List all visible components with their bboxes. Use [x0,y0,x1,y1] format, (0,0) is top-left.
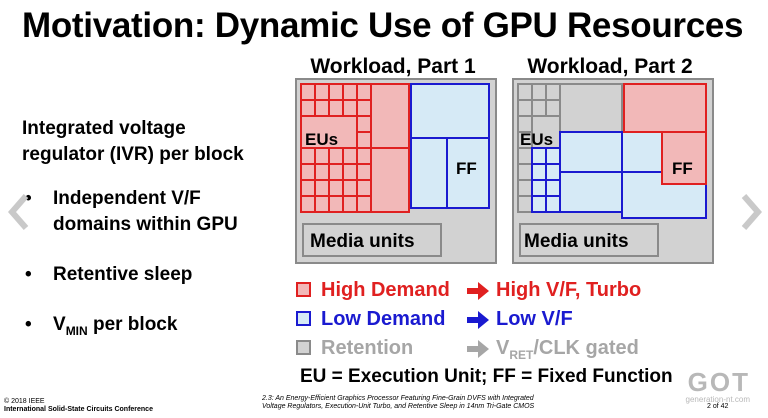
vret-sub: RET [509,348,534,362]
eu-grid [300,83,410,213]
legend-low-demand: Low Demand Low V/F [296,308,716,334]
retention-label: Retention [321,337,414,359]
media-units-label: Media units [524,231,629,252]
media-units-block [302,223,442,257]
vmin-rest: per block [87,314,178,335]
prev-slide-button[interactable] [6,192,32,232]
bullet-vf: Independent V/F domains within GPU [53,186,238,238]
vret-rest: /CLK gated [533,337,639,359]
arrow-right-icon [467,282,489,300]
media-units-label: Media units [310,231,415,252]
definitions-text: EU = Execution Unit; FF = Fixed Function [300,366,673,387]
bullet-vf-line2: domains within GPU [53,214,238,235]
legend-retention: Retention VRET/CLK gated [296,337,716,363]
bullet-ivr-line2: regulator (IVR) per block [22,144,244,165]
workload-part2-title: Workload, Part 2 [527,55,693,78]
eus-label: EUs [305,130,339,149]
ff-label: FF [672,159,693,178]
bullet-ivr: Integrated voltage regulator (IVR) per b… [22,116,244,168]
next-slide-button[interactable] [738,192,764,232]
ff-label: FF [456,159,477,178]
watermark-site: generation-nt.com [685,395,750,404]
eus-label: EUs [520,130,554,149]
footer-paper: 2.3: An Energy-Efficient Graphics Proces… [262,395,534,411]
eu-grid-retention [517,83,623,213]
arrow-right-icon [467,340,489,358]
vmin-v: V [53,314,66,335]
copyright-text: © 2018 IEEE [4,398,45,405]
arrow-right-icon [467,311,489,329]
watermark: GOT generation-nt.com [686,369,750,404]
workload-part1-diagram: EUs FF Media units [295,78,497,264]
media-units-block [519,223,659,257]
ff-block [410,83,490,209]
slide-title: Motivation: Dynamic Use of GPU Resources [22,6,744,45]
bullet-ivr-line1: Integrated voltage [22,118,186,139]
high-demand-result: High V/F, Turbo [496,279,642,301]
legend-high-demand: High Demand High V/F, Turbo [296,279,716,305]
conference-text: International Solid-State Circuits Confe… [4,406,153,413]
bullet-sleep: Retentive sleep [53,264,193,285]
paper-line2: Voltage Regulators, Execution-Unit Turbo… [262,403,535,410]
ff-block [623,83,707,185]
workload-part2-diagram: EUs FF Media units [512,78,714,264]
chevron-right-icon [741,194,762,230]
bullet-vmin: VMIN per block [53,312,177,344]
low-demand-label: Low Demand [321,308,446,330]
high-demand-label: High Demand [321,279,450,301]
vret-v: V [496,337,510,359]
vmin-sub: MIN [65,323,88,338]
bullet-dot: • [25,314,32,335]
chevron-left-icon [8,194,29,230]
watermark-logo: GOT [687,367,750,397]
page-number: 2 of 42 [707,403,729,410]
bullet-dot: • [25,188,32,209]
bullet-dot: • [25,264,32,285]
bullet-vf-line1: Independent V/F [53,188,201,209]
workload-part1-title: Workload, Part 1 [310,55,476,78]
paper-line1: 2.3: An Energy-Efficient Graphics Proces… [262,395,534,402]
low-demand-result: Low V/F [496,308,573,330]
low-demand-swatch [296,311,311,326]
high-demand-swatch [296,282,311,297]
retention-result: VRET/CLK gated [496,337,639,362]
footer-copyright: © 2018 IEEE International Solid-State Ci… [4,398,153,414]
retention-swatch [296,340,311,355]
